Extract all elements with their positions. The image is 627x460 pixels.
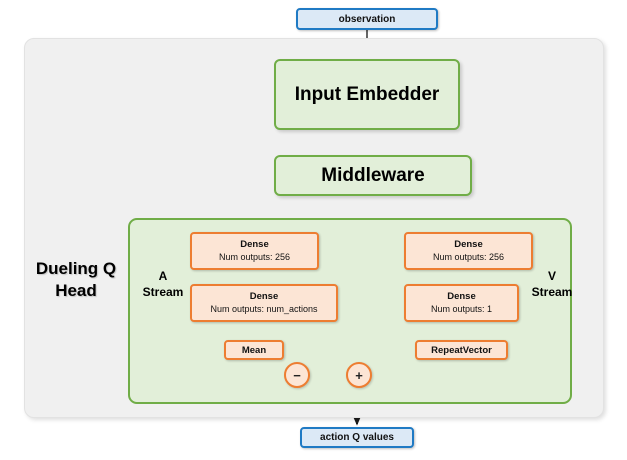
v-stream-dense-256-node[interactable]: Dense Num outputs: 256 [404, 232, 533, 270]
a-stream-dense-256-type: Dense [240, 239, 269, 250]
input-embedder-label: Input Embedder [294, 83, 440, 105]
subtract-operator-node[interactable]: − [284, 362, 310, 388]
v-stream-dense-256-detail: Num outputs: 256 [432, 252, 505, 262]
a-stream-dense-256-detail: Num outputs: 256 [218, 252, 291, 262]
observation-label: observation [338, 13, 396, 25]
a-stream-dense-256-node[interactable]: Dense Num outputs: 256 [190, 232, 319, 270]
v-stream-label-line1: V [547, 269, 556, 283]
action-q-values-label: action Q values [320, 432, 394, 443]
a-stream-label: A Stream [135, 268, 191, 300]
dueling-q-head-label: Dueling Q Head [26, 258, 126, 302]
add-operator-node[interactable]: + [346, 362, 372, 388]
a-stream-dense-num-actions-detail: Num outputs: num_actions [210, 304, 318, 314]
v-stream-dense-1-node[interactable]: Dense Num outputs: 1 [404, 284, 519, 322]
repeat-vector-node[interactable]: RepeatVector [415, 340, 508, 360]
v-stream-label: V Stream [524, 268, 580, 300]
subtract-symbol: − [293, 367, 301, 383]
v-stream-dense-256-type: Dense [454, 239, 483, 250]
middleware-label: Middleware [321, 164, 425, 186]
a-stream-label-line2: Stream [142, 285, 184, 299]
middleware-node[interactable]: Middleware [274, 155, 472, 196]
repeat-vector-label: RepeatVector [431, 344, 492, 356]
mean-label: Mean [241, 344, 267, 356]
input-embedder-node[interactable]: Input Embedder [274, 59, 460, 130]
add-symbol: + [355, 367, 363, 383]
a-stream-dense-num-actions-node[interactable]: Dense Num outputs: num_actions [190, 284, 338, 322]
mean-node[interactable]: Mean [224, 340, 284, 360]
v-stream-dense-1-type: Dense [447, 291, 476, 302]
a-stream-label-line1: A [158, 269, 168, 283]
a-stream-dense-num-actions-type: Dense [249, 291, 279, 302]
v-stream-label-line2: Stream [531, 285, 573, 299]
action-q-values-node[interactable]: action Q values [300, 427, 414, 448]
observation-node[interactable]: observation [296, 8, 438, 30]
dueling-q-head-label-line2: Head [55, 281, 97, 300]
v-stream-dense-1-detail: Num outputs: 1 [430, 304, 493, 314]
dueling-q-head-label-line1: Dueling Q [35, 259, 117, 278]
